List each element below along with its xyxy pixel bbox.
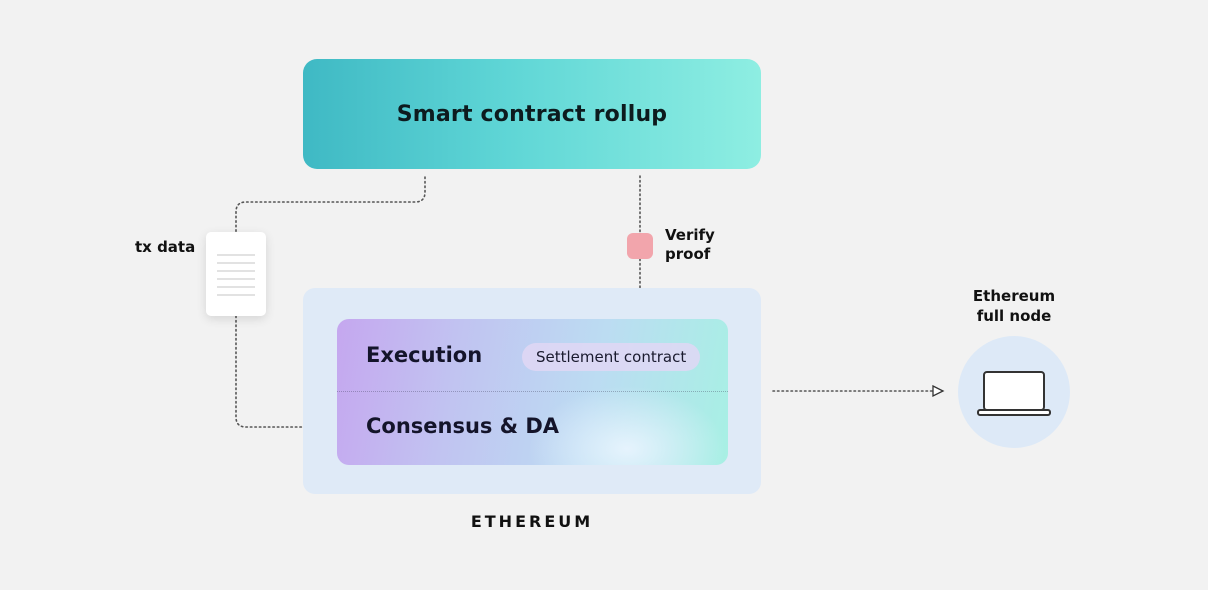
node-label-line2: full node (976, 307, 1052, 325)
settlement-contract-pill: Settlement contract (522, 343, 701, 371)
document-line (217, 278, 255, 280)
ethereum-layers-box: Execution Settlement contract Consensus … (337, 319, 728, 465)
document-line (217, 254, 255, 256)
layer-divider (337, 391, 728, 392)
document-line (217, 286, 255, 288)
rollup-title: Smart contract rollup (396, 101, 668, 127)
full-node-circle (958, 336, 1070, 448)
tx-data-connector-bottom (235, 315, 341, 427)
smart-contract-rollup-box: Smart contract rollup (303, 59, 761, 169)
document-line (217, 270, 255, 272)
verify-label-line2: proof (665, 245, 711, 263)
document-icon (206, 232, 266, 316)
tx-data-label: tx data (135, 238, 196, 256)
consensus-da-label: Consensus & DA (366, 414, 560, 438)
execution-label: Execution (366, 343, 483, 367)
document-line (217, 262, 255, 264)
document-line (217, 294, 255, 296)
ethereum-full-node-label: Ethereum full node (955, 286, 1073, 326)
laptop-icon (977, 371, 1051, 416)
node-label-line1: Ethereum (972, 287, 1056, 305)
verify-proof-icon (627, 233, 653, 259)
ethereum-caption: ETHEREUM (470, 512, 594, 531)
verify-label-line1: Verify (665, 226, 715, 244)
verify-proof-label: Verify proof (665, 226, 715, 264)
tx-data-connector-top (235, 176, 426, 233)
